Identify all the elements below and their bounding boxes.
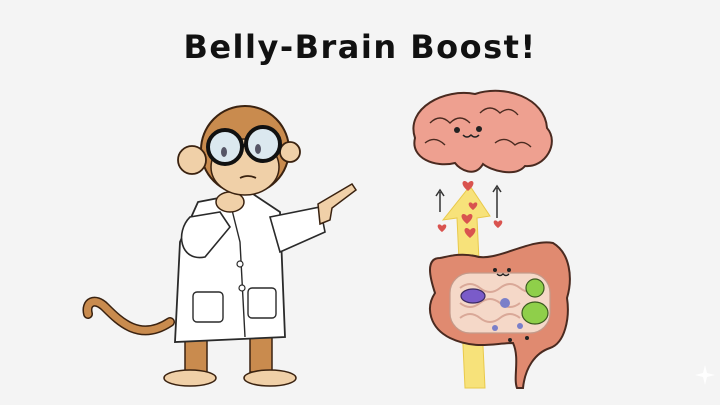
- sparkle-icon: [695, 365, 715, 385]
- brain-gut-illustration: [412, 89, 571, 389]
- monkey-scientist-illustration: [82, 105, 358, 387]
- page-title: Belly-Brain Boost!: [183, 28, 537, 66]
